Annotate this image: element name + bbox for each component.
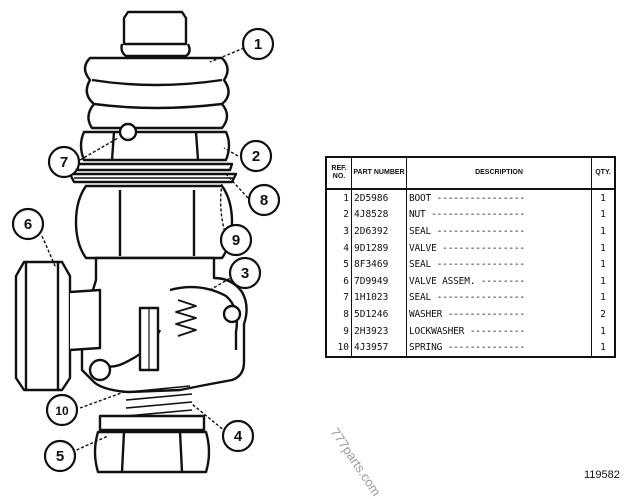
part-number-cell: 2D5986 [351, 189, 407, 207]
description-cell: SEAL ---------------- [406, 256, 592, 273]
callout-8: 8 [247, 183, 281, 217]
svg-text:7: 7 [60, 154, 68, 171]
callout-6: 6 [11, 207, 45, 241]
description-cell: VALVE ASSEM. -------- [406, 273, 592, 290]
ref-no-cell: 8 [327, 306, 352, 323]
ref-no-cell: 4 [327, 239, 352, 257]
part-number-cell: 4J3957 [351, 339, 407, 356]
part-number-cell: 1H1023 [351, 289, 407, 307]
description-cell: SPRING -------------- [406, 339, 592, 356]
seal-screw [118, 122, 138, 142]
description-cell: WASHER -------------- [406, 306, 592, 323]
qty-cell: 1 [600, 292, 606, 304]
part-number-cell: 4J8528 [351, 206, 407, 224]
qty-cell: 1 [600, 259, 606, 271]
callout-4: 4 [221, 419, 255, 453]
description-cell: NUT ----------------- [406, 206, 592, 224]
nut [79, 130, 231, 162]
svg-text:8: 8 [260, 192, 268, 209]
valve-housing [78, 256, 248, 417]
callout-2: 2 [239, 139, 273, 173]
ref-no-cell: 9 [327, 322, 352, 340]
bottom-nut [93, 414, 211, 474]
svg-text:2: 2 [252, 148, 260, 165]
ref-no-cell: 10 [327, 339, 352, 356]
description-cell: SEAL ---------------- [406, 289, 592, 307]
ref-no-cell: 3 [327, 223, 352, 240]
leader-lines [41, 47, 249, 453]
qty-cell: 2 [600, 308, 606, 320]
svg-text:1: 1 [254, 36, 262, 53]
qty-cell: 1 [600, 242, 606, 254]
header-description: DESCRIPTION [406, 158, 592, 190]
svg-text:3: 3 [241, 265, 249, 282]
header-ref-no: REF. NO. [327, 158, 352, 190]
ref-no-cell: 5 [327, 256, 352, 273]
ref-no-cell: 1 [327, 189, 352, 207]
description-cell: LOCKWASHER ---------- [406, 322, 592, 340]
figure-number: 119582 [584, 469, 620, 481]
callout-1: 1 [241, 27, 275, 61]
description-cell: BOOT ---------------- [406, 189, 592, 207]
callouts: 1 2 3 4 5 6 7 8 [11, 27, 281, 473]
part-number-cell: 2H3923 [351, 322, 407, 340]
svg-text:6: 6 [24, 216, 32, 233]
stem-cap [120, 10, 191, 58]
qty-cell: 1 [600, 342, 606, 354]
svg-text:9: 9 [232, 232, 240, 249]
callout-9: 9 [219, 223, 253, 257]
callout-5: 5 [43, 439, 77, 473]
ref-no-cell: 6 [327, 273, 352, 290]
svg-text:5: 5 [56, 448, 64, 465]
part-number-cell: 5D1246 [351, 306, 407, 323]
description-cell: VALVE --------------- [406, 239, 592, 257]
part-number-cell: 7D9949 [351, 273, 407, 290]
qty-cell: 1 [600, 275, 606, 287]
side-fitting [14, 260, 102, 392]
callout-10: 10 [45, 393, 79, 427]
header-part-number: PART NUMBER [351, 158, 407, 190]
svg-text:4: 4 [234, 428, 243, 445]
part-number-cell: 2D6392 [351, 223, 407, 240]
qty-cell: 1 [600, 209, 606, 221]
svg-text:10: 10 [55, 404, 69, 418]
ref-no-cell: 7 [327, 289, 352, 307]
callout-7: 7 [47, 145, 81, 179]
part-number-cell: 8F3469 [351, 256, 407, 273]
header-qty: QTY. [591, 158, 614, 190]
qty-cell: 1 [600, 192, 606, 204]
ref-no-cell: 2 [327, 206, 352, 224]
part-number-cell: 9D1289 [351, 239, 407, 257]
washer-stack [68, 162, 238, 184]
qty-cell: 1 [600, 226, 606, 238]
description-cell: SEAL ---------------- [406, 223, 592, 240]
boot [83, 56, 230, 130]
hex-body [74, 184, 234, 260]
qty-cell: 1 [600, 325, 606, 337]
callout-3: 3 [228, 256, 262, 290]
